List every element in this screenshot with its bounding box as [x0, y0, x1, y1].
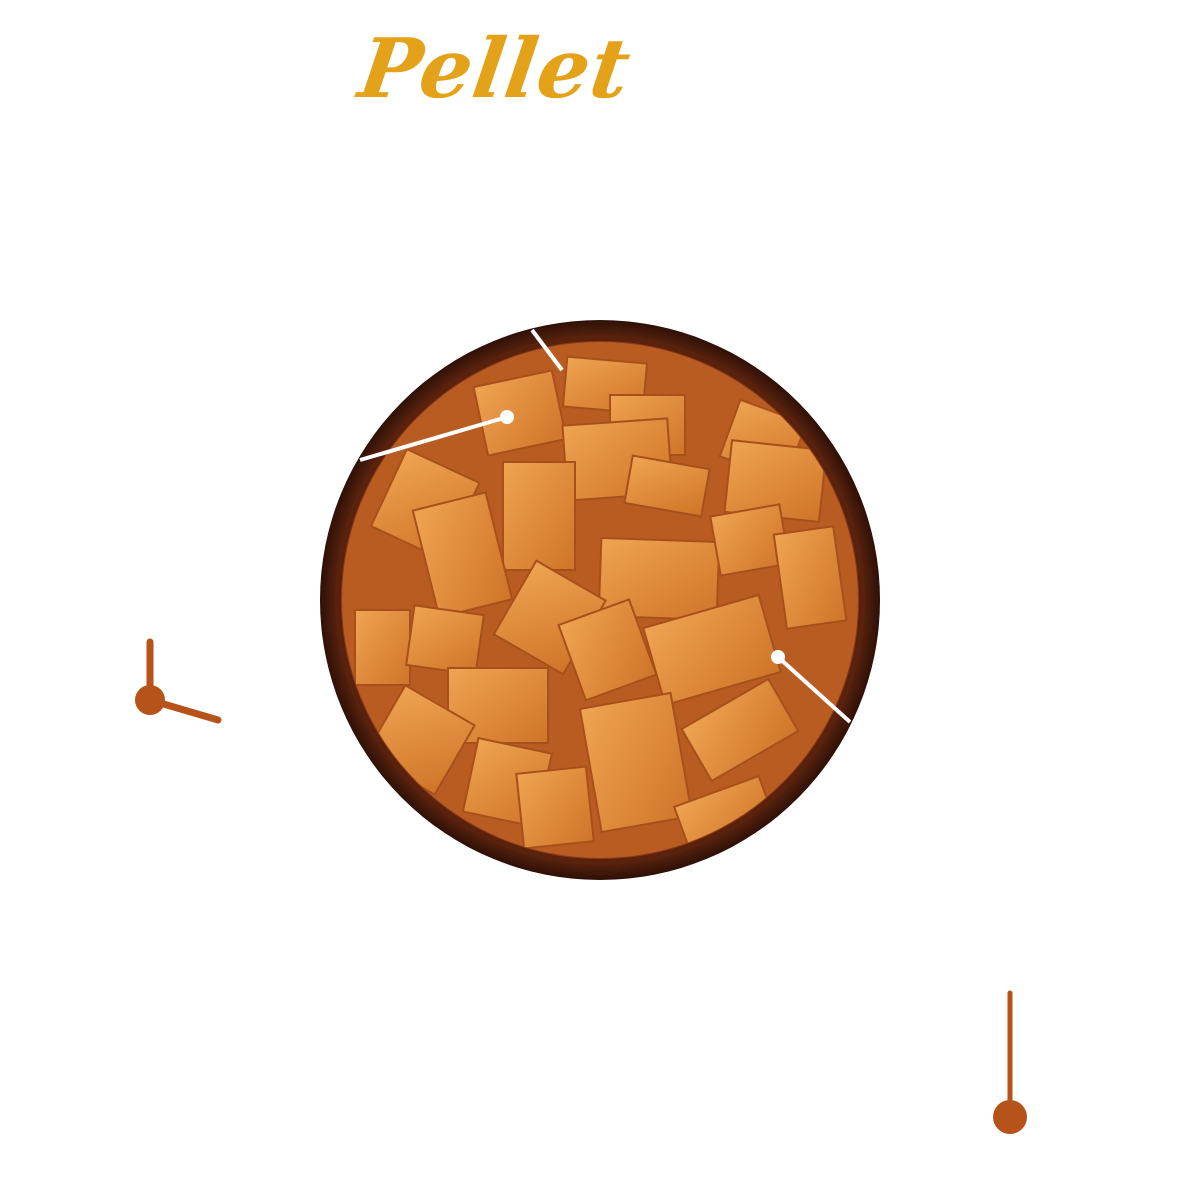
callout-line-left [359, 415, 508, 462]
pellet-pile [342, 342, 858, 858]
callout-dot-right [771, 650, 785, 664]
bowl-inner-edge [335, 335, 865, 865]
pin-marker-icon [993, 990, 1027, 1134]
callout-lines [359, 328, 852, 724]
callout-line-right [776, 655, 852, 724]
callout-dot-left [500, 410, 514, 424]
callout-line-top [530, 328, 564, 372]
bowl-of-pellets-photo [320, 320, 880, 880]
clock-hand-marker-icon [135, 638, 222, 724]
